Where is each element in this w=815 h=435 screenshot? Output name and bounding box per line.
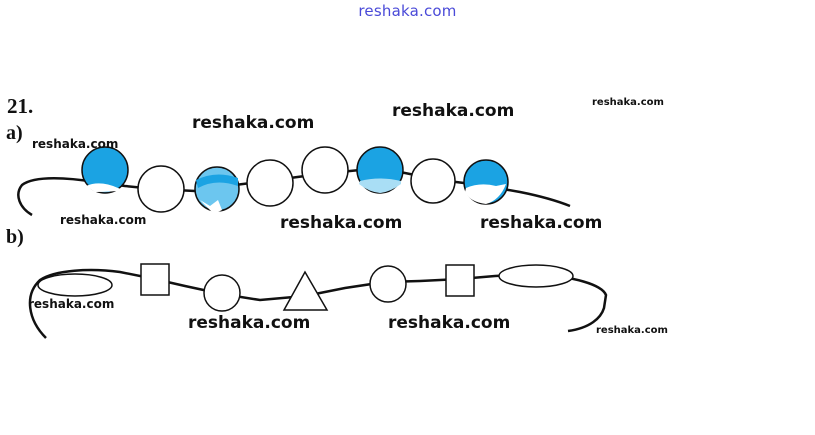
watermark: reshaka.com	[280, 213, 403, 233]
watermark: reshaka.com	[480, 213, 603, 233]
square-bead	[445, 264, 475, 297]
bead-white	[301, 146, 349, 194]
necklace-a-beads	[81, 146, 509, 214]
necklace-b-thread	[28, 268, 608, 339]
watermark: reshaka.com	[188, 313, 311, 333]
watermark: reshaka.com	[596, 325, 668, 336]
task-number: 21.	[7, 94, 34, 118]
ellipse-bead	[37, 273, 113, 297]
ellipse-bead	[498, 264, 574, 288]
watermark: reshaka.com	[192, 113, 315, 133]
bead-white	[137, 165, 185, 213]
watermark: reshaka.com	[60, 213, 147, 227]
necklace-b-shapes	[37, 263, 574, 312]
part-a-label: a)	[6, 122, 23, 144]
watermark: reshaka.com	[28, 297, 115, 311]
part-b-label: b)	[6, 226, 24, 248]
circle-bead	[369, 265, 407, 303]
bead-blue	[81, 146, 129, 194]
square-bead	[140, 263, 170, 296]
site-header-link[interactable]: reshaka.com	[358, 2, 457, 20]
bead-white	[246, 159, 294, 207]
watermark: reshaka.com	[32, 137, 119, 151]
bead-white	[410, 158, 456, 204]
circle-bead	[203, 274, 241, 312]
watermark: reshaka.com	[392, 101, 515, 121]
triangle-bead	[282, 270, 329, 311]
watermark: reshaka.com	[592, 97, 664, 108]
watermark: reshaka.com	[388, 313, 511, 333]
